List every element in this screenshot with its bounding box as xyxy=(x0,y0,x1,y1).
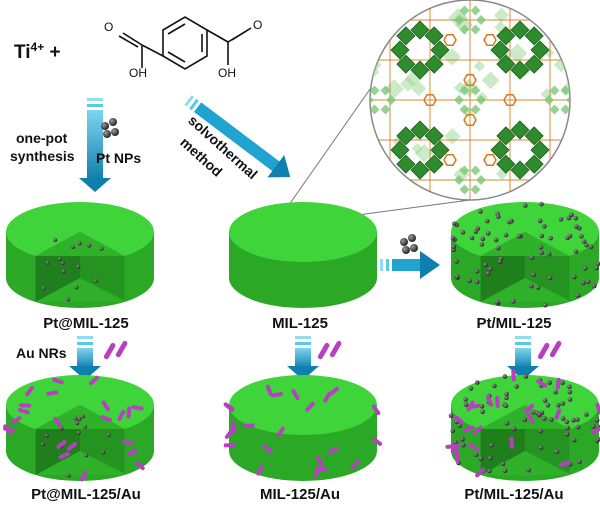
au-loading-arrow-middle xyxy=(287,336,319,380)
metal-ion-label: Ti4+ + xyxy=(14,40,61,63)
one-pot-label-line1: one-pot xyxy=(16,130,68,146)
carbonyl-o-left: O xyxy=(104,20,114,34)
solvothermal-arrow xyxy=(184,95,291,178)
au-loading-arrow-left xyxy=(69,336,101,380)
au-nrs-icon-middle xyxy=(317,340,342,360)
mil-125-label: MIL-125 xyxy=(272,315,328,332)
framework-structure-circle xyxy=(369,0,571,201)
pt-on-mil-125-au-label: Pt/MIL-125/Au xyxy=(464,486,564,503)
pt-nps-label: Pt NPs xyxy=(96,150,142,166)
pt-on-mil-125-cylinder xyxy=(450,201,600,308)
mil-125-au-cylinder xyxy=(223,375,383,481)
au-nrs-icon-left xyxy=(103,340,128,360)
one-pot-synthesis-arrow xyxy=(79,98,111,192)
mil-125-cylinder xyxy=(229,202,377,308)
pt-at-mil-125-au-label: Pt@MIL-125/Au xyxy=(31,486,141,503)
pt-at-mil-125-cylinder xyxy=(6,202,154,308)
pt-on-mil-125-au-cylinder xyxy=(445,369,600,481)
hydroxyl-right: OH xyxy=(218,66,236,80)
mil-125-au-label: MIL-125/Au xyxy=(259,486,340,503)
carbonyl-o-right: O xyxy=(253,18,263,32)
pt-on-mil-125-label: Pt/MIL-125 xyxy=(476,315,552,332)
hydroxyl-left: OH xyxy=(129,66,147,80)
pt-nps-cluster-icon xyxy=(101,118,119,138)
pt-nps-cluster-icon-right xyxy=(400,234,418,254)
one-pot-label-line2: synthesis xyxy=(10,148,75,164)
au-nrs-label: Au NRs xyxy=(16,345,67,361)
au-nrs-icon-right xyxy=(537,340,562,360)
pt-deposition-arrow xyxy=(380,251,440,279)
terephthalic-acid-structure xyxy=(118,16,252,70)
pt-at-mil-125-label: Pt@MIL-125 xyxy=(43,315,129,332)
au-loading-arrow-right xyxy=(507,336,539,380)
pt-at-mil-125-au-cylinder xyxy=(3,375,154,482)
